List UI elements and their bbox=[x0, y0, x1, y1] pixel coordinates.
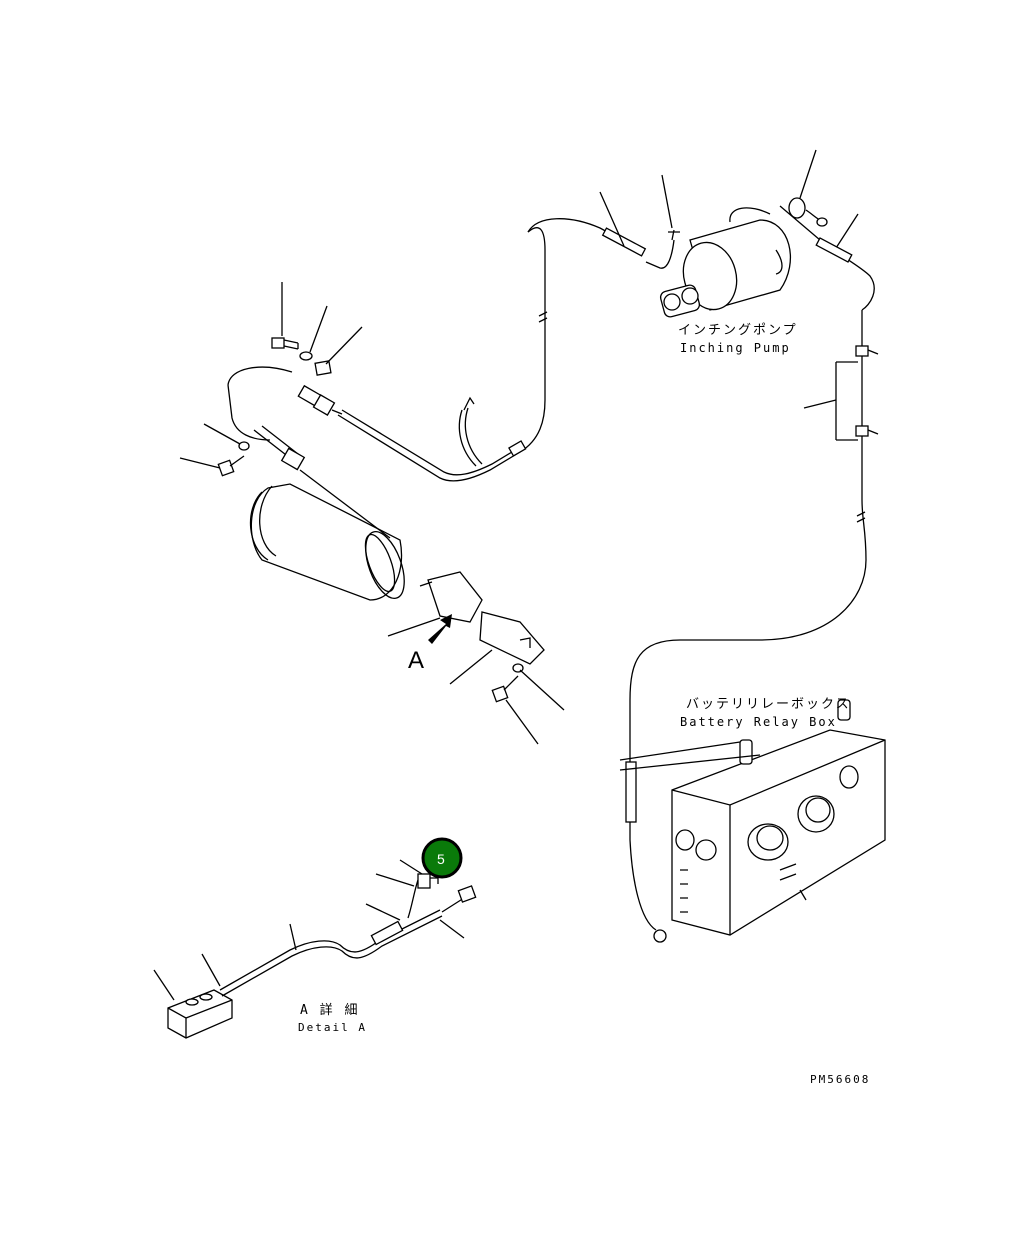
main-harness bbox=[227, 218, 675, 482]
callout-circle[interactable] bbox=[421, 837, 463, 879]
clamp-left bbox=[179, 423, 306, 477]
callout-number: 5 bbox=[437, 851, 445, 867]
drawing-number: PM56608 bbox=[810, 1073, 870, 1086]
inching-pump-label-en: Inching Pump bbox=[680, 341, 791, 355]
battery-relay-box: バッテリリレーボックス Battery Relay Box bbox=[619, 697, 886, 936]
detail-a-label-en: Detail A bbox=[298, 1021, 367, 1034]
bolt-group-top bbox=[271, 282, 363, 376]
inching-pump: インチングポンプ Inching Pump bbox=[599, 149, 859, 355]
callout-5[interactable]: 5 bbox=[421, 837, 463, 879]
right-harness bbox=[625, 205, 879, 943]
connector-top bbox=[297, 384, 343, 416]
inching-pump-label-jp: インチングポンプ bbox=[678, 323, 798, 338]
detail-a: A 詳 細 Detail A bbox=[153, 859, 477, 1039]
rubber-boot bbox=[249, 469, 405, 601]
detail-a-label-jp: A 詳 細 bbox=[300, 1002, 359, 1018]
view-marker-a: A bbox=[408, 647, 424, 674]
battery-relay-box-label-en: Battery Relay Box bbox=[680, 715, 837, 729]
switch-assembly: A bbox=[387, 571, 545, 685]
bolt-group-lower bbox=[491, 663, 565, 745]
battery-relay-box-label-jp: バッテリリレーボックス bbox=[686, 697, 851, 712]
